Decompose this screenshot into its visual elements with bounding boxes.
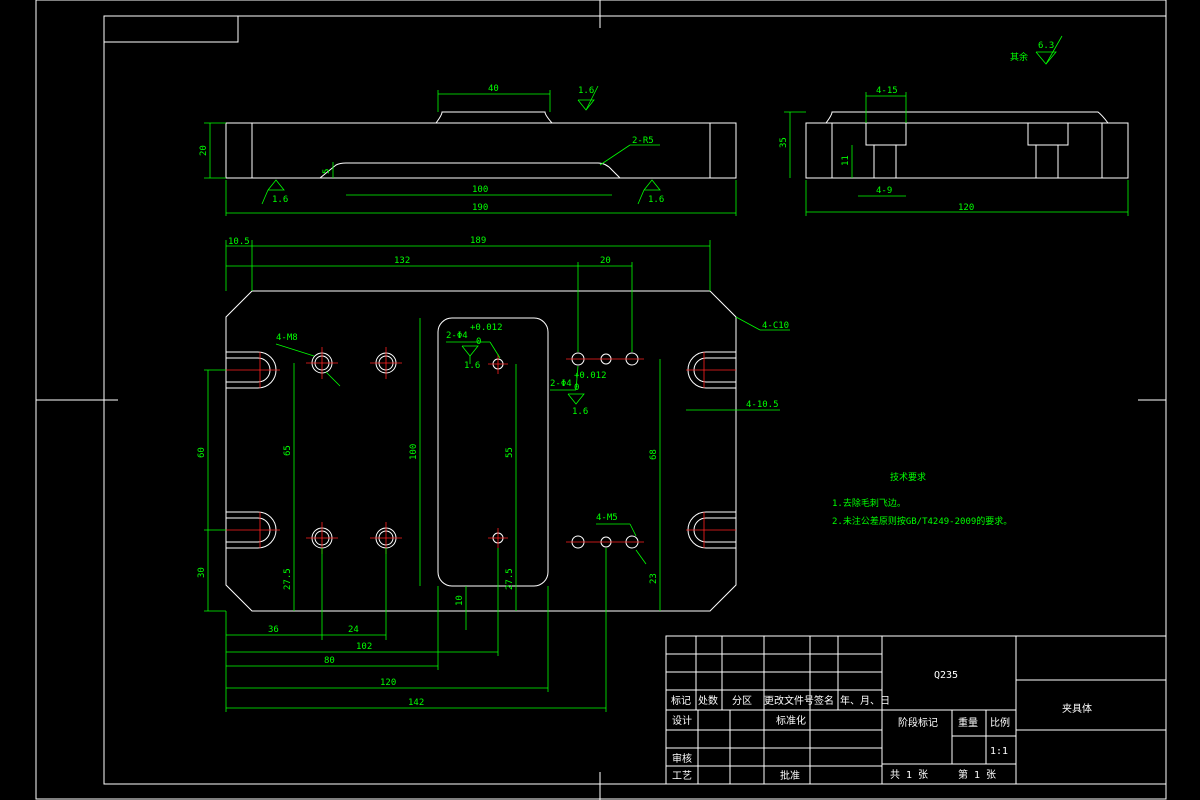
- svg-text:30: 30: [197, 567, 207, 578]
- svg-text:1:1: 1:1: [990, 746, 1008, 757]
- svg-text:处数: 处数: [698, 694, 718, 707]
- svg-text:36: 36: [268, 625, 279, 635]
- svg-text:40: 40: [488, 84, 499, 94]
- svg-text:80: 80: [324, 656, 335, 666]
- svg-text:65: 65: [283, 445, 293, 456]
- svg-text:35: 35: [779, 137, 789, 148]
- svg-text:4-M5: 4-M5: [596, 513, 618, 523]
- svg-text:2-Φ4: 2-Φ4: [446, 331, 468, 341]
- svg-text:190: 190: [472, 203, 488, 213]
- svg-text:2.未注公差原则按GB/T4249-2009的要求。: 2.未注公差原则按GB/T4249-2009的要求。: [832, 515, 1012, 527]
- svg-text:20: 20: [600, 256, 611, 266]
- svg-text:4-9: 4-9: [876, 186, 892, 196]
- svg-text:4-C10: 4-C10: [762, 321, 789, 331]
- svg-text:10: 10: [455, 595, 465, 606]
- svg-text:4-M8: 4-M8: [276, 333, 298, 343]
- svg-text:0: 0: [574, 383, 579, 393]
- svg-text:102: 102: [356, 642, 372, 652]
- svg-text:第 1 张: 第 1 张: [958, 768, 996, 781]
- svg-text:Q235: Q235: [934, 670, 958, 681]
- svg-text:更改文件号: 更改文件号: [764, 694, 814, 707]
- svg-text:标记: 标记: [671, 695, 691, 707]
- svg-text:阶段标记: 阶段标记: [898, 716, 938, 729]
- svg-text:11: 11: [841, 155, 851, 166]
- svg-text:+0.012: +0.012: [574, 371, 607, 381]
- svg-text:设计: 设计: [672, 714, 692, 727]
- svg-text:2-R5: 2-R5: [632, 136, 654, 146]
- svg-text:比例: 比例: [990, 716, 1010, 729]
- svg-text:20: 20: [199, 145, 209, 156]
- svg-text:1.去除毛刺飞边。: 1.去除毛刺飞边。: [832, 497, 906, 509]
- svg-text:189: 189: [470, 236, 486, 246]
- svg-text:100: 100: [472, 185, 488, 195]
- svg-text:1.6: 1.6: [578, 86, 594, 96]
- svg-text:技术要求: 技术要求: [890, 471, 926, 483]
- svg-text:签名: 签名: [814, 694, 834, 707]
- svg-text:1.6: 1.6: [272, 195, 288, 205]
- svg-text:132: 132: [394, 256, 410, 266]
- svg-text:批准: 批准: [780, 769, 800, 782]
- svg-text:工艺: 工艺: [672, 770, 692, 782]
- svg-text:4-10.5: 4-10.5: [746, 400, 779, 410]
- svg-text:1.6: 1.6: [572, 407, 588, 417]
- svg-text:120: 120: [380, 678, 396, 688]
- svg-text:年、月、日: 年、月、日: [840, 694, 890, 707]
- svg-text:4-15: 4-15: [876, 86, 898, 96]
- svg-text:60: 60: [197, 447, 207, 458]
- svg-text:55: 55: [505, 447, 515, 458]
- svg-text:审核: 审核: [672, 752, 692, 765]
- svg-text:23: 23: [649, 573, 659, 584]
- svg-text:其余: 其余: [1010, 51, 1028, 63]
- drawing-frame: [35, 0, 1167, 800]
- svg-text:120: 120: [958, 203, 974, 213]
- svg-text:142: 142: [408, 698, 424, 708]
- svg-text:夹具体: 夹具体: [1062, 702, 1092, 715]
- svg-text:1.6: 1.6: [464, 361, 480, 371]
- side-view: 4-15 4-9 35 11 120: [779, 86, 1129, 216]
- plan-view: 10.5 189 132 20 60 30 65 27.5 100 10 55 …: [197, 236, 790, 712]
- svg-text:68: 68: [649, 449, 659, 460]
- front-view: 40 100 190 20 5 2-R5 1.6 1.6 1.6: [199, 84, 737, 216]
- svg-text:重量: 重量: [958, 716, 978, 729]
- svg-text:6.3: 6.3: [1038, 41, 1054, 51]
- svg-text:1.6: 1.6: [648, 195, 664, 205]
- svg-text:共 1 张: 共 1 张: [890, 769, 928, 781]
- svg-text:27.5: 27.5: [283, 568, 293, 590]
- svg-text:+0.012: +0.012: [470, 323, 503, 333]
- svg-text:10.5: 10.5: [228, 237, 250, 247]
- svg-text:100: 100: [409, 444, 419, 460]
- svg-text:分区: 分区: [732, 695, 752, 707]
- technical-requirements: 技术要求 1.去除毛刺飞边。 2.未注公差原则按GB/T4249-2009的要求…: [832, 471, 1012, 527]
- title-block: Q235 夹具体 标记 处数 分区 更改文件号 签名 年、月、日 设计 标准化 …: [665, 635, 1167, 785]
- svg-text:5: 5: [322, 169, 332, 174]
- svg-text:27.5: 27.5: [505, 568, 515, 590]
- roughness-general: 其余 6.3: [1010, 35, 1063, 65]
- svg-text:2-Φ4: 2-Φ4: [550, 379, 572, 389]
- svg-text:24: 24: [348, 625, 359, 635]
- svg-text:标准化: 标准化: [776, 714, 806, 727]
